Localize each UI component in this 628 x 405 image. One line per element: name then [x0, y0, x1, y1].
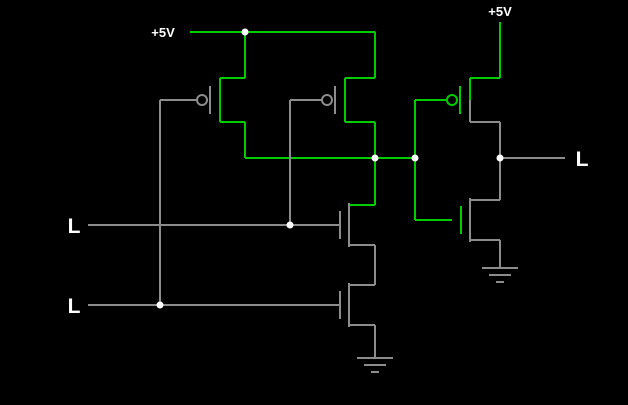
pmos-transistor-b[interactable]: [290, 77, 376, 158]
logic-output[interactable]: L: [576, 148, 589, 171]
supply-label-left[interactable]: +5V: [151, 25, 175, 40]
junction-dot: [411, 154, 419, 162]
logic-input-a[interactable]: L: [68, 215, 81, 238]
junction-dot: [156, 301, 164, 309]
ground-symbol-inverter[interactable]: [482, 267, 518, 283]
input-a-wire[interactable]: [88, 100, 340, 226]
vdd-rail-left-wire[interactable]: [190, 31, 376, 78]
ground-symbol-nand[interactable]: [357, 357, 393, 373]
supply-label-right[interactable]: +5V: [488, 4, 512, 19]
nmos-transistor-inverter[interactable]: [415, 158, 501, 268]
nmos-transistor-b[interactable]: [339, 283, 376, 358]
pmos-bubble-icon: [446, 94, 458, 106]
nand-output-wire[interactable]: [245, 100, 416, 220]
input-b-wire[interactable]: [88, 100, 340, 306]
junction-dot: [496, 154, 504, 162]
pmos-transistor-inverter[interactable]: [415, 77, 501, 158]
pmos-bubble-icon: [196, 94, 208, 106]
junction-dot: [286, 221, 294, 229]
pmos-transistor-a[interactable]: [160, 77, 246, 158]
junction-dot: [371, 154, 379, 162]
pmos-bubble-icon: [321, 94, 333, 106]
junction-dots: [156, 28, 504, 309]
nmos-transistor-a[interactable]: [339, 203, 376, 285]
junction-dot: [241, 28, 249, 36]
logic-input-b[interactable]: L: [68, 295, 81, 318]
